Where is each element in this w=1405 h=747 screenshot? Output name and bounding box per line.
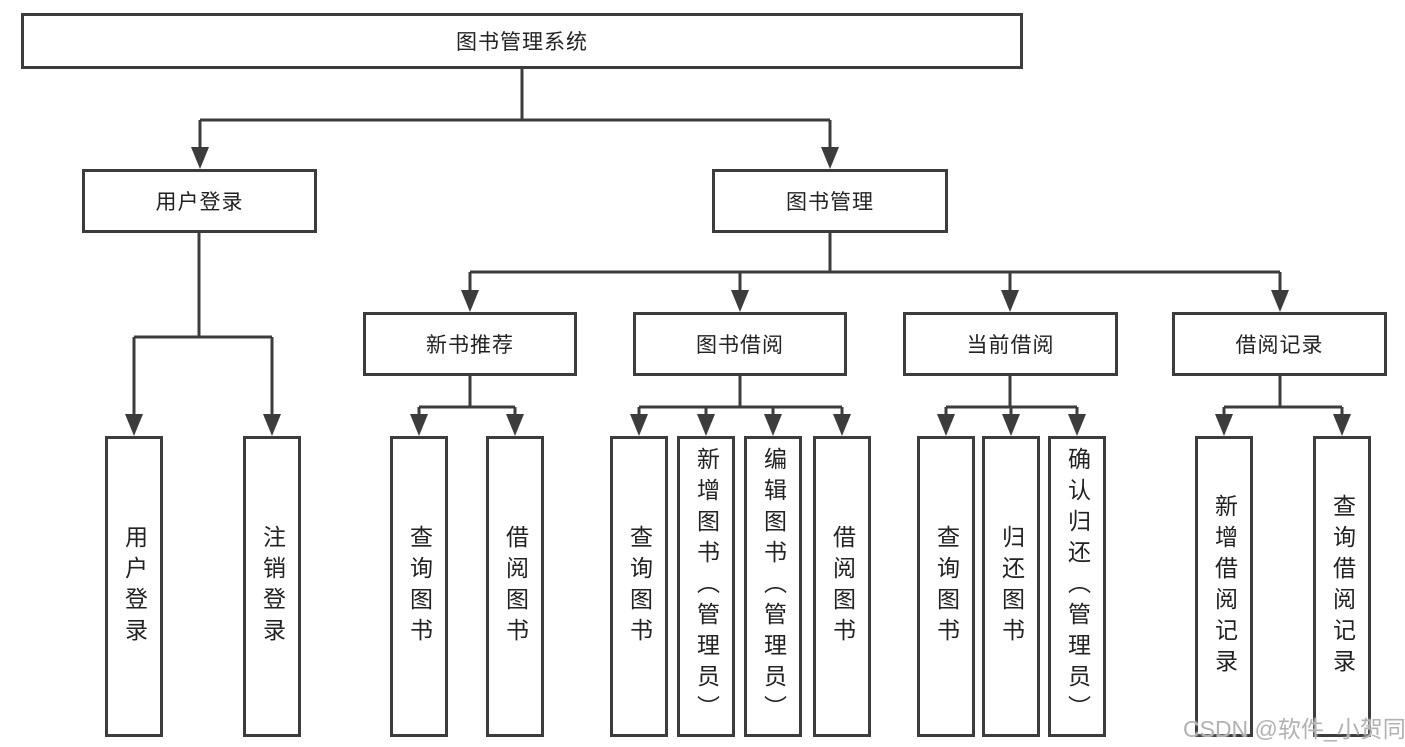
arrow-down-icon [1068,414,1086,436]
arrow-down-icon [1333,414,1351,436]
leaf-user-login-label: 用户登录 [121,524,148,649]
leaf-nb-query-books-label: 查询图书 [406,524,433,649]
connector-book-borrow-to-leaves [630,376,851,436]
arrow-down-icon [1215,414,1233,436]
leaf-cb-query-books: 查询图书 [917,436,975,737]
connector-line [1222,376,1344,418]
connector-new-book-recommend-to-leaves [410,376,524,436]
leaf-bb-edit-book-admin-label: 编辑图书（管理员） [760,447,787,726]
arrow-down-icon [461,290,479,312]
connector-line [468,233,1282,294]
arrow-down-icon [191,147,209,169]
leaf-cb-confirm-return-admin: 确认归还（管理员） [1048,436,1106,737]
leaf-nb-borrow-books-label: 借阅图书 [502,524,529,649]
arrow-down-icon [731,290,749,312]
connector-root-to-level2 [191,69,839,169]
connector-book-management-to-groups [461,233,1289,312]
node-borrow-records-label: 借阅记录 [1235,334,1324,357]
arrow-down-icon [1002,414,1020,436]
connector-user-login-to-leaves [125,233,281,436]
node-new-book-recommend-label: 新书推荐 [426,334,514,357]
node-root: 图书管理系统 [21,13,1023,69]
connector-line [132,233,274,418]
connector-current-borrow-to-leaves [937,376,1086,436]
leaf-cb-return-books-label: 归还图书 [998,524,1025,649]
arrow-down-icon [410,414,428,436]
node-user-login: 用户登录 [82,169,317,233]
leaf-cb-return-books: 归还图书 [982,436,1040,737]
leaf-bb-borrow-books-label: 借阅图书 [829,524,856,649]
leaf-bb-query-books-label: 查询图书 [626,524,653,649]
leaf-br-query-record: 查询借阅记录 [1313,436,1371,737]
node-book-management: 图书管理 [712,169,948,233]
node-book-borrow-label: 图书借阅 [696,334,784,357]
connector-line [944,376,1079,418]
leaf-logout-label: 注销登录 [259,524,286,649]
node-borrow-records: 借阅记录 [1172,312,1387,376]
arrow-down-icon [125,414,143,436]
arrow-down-icon [506,414,524,436]
leaf-cb-query-books-label: 查询图书 [933,524,960,649]
node-user-login-label: 用户登录 [155,191,244,214]
leaf-bb-edit-book-admin: 编辑图书（管理员） [744,436,802,737]
leaf-bb-query-books: 查询图书 [610,436,668,737]
leaf-br-query-record-label: 查询借阅记录 [1329,493,1356,680]
leaf-logout: 注销登录 [243,436,301,737]
node-new-book-recommend: 新书推荐 [363,312,577,376]
watermark: CSDN @软件_小贺同学 [1183,716,1405,742]
node-root-label: 图书管理系统 [456,31,588,54]
connector-line [198,69,832,151]
node-book-borrow: 图书借阅 [633,312,847,376]
leaf-bb-add-book-admin-label: 新增图书（管理员） [693,447,720,726]
leaf-user-login: 用户登录 [105,436,163,737]
arrow-down-icon [1001,290,1019,312]
arrow-down-icon [764,414,782,436]
arrow-down-icon [937,414,955,436]
arrow-down-icon [697,414,715,436]
leaf-nb-borrow-books: 借阅图书 [486,436,544,737]
leaf-cb-confirm-return-admin-label: 确认归还（管理员） [1064,447,1091,726]
arrow-down-icon [833,414,851,436]
leaf-nb-query-books: 查询图书 [390,436,448,737]
leaf-br-add-record: 新增借阅记录 [1195,436,1253,737]
node-current-borrow-label: 当前借阅 [966,334,1055,357]
arrow-down-icon [263,414,281,436]
leaf-bb-borrow-books: 借阅图书 [813,436,871,737]
connector-line [417,376,517,418]
leaf-br-add-record-label: 新增借阅记录 [1211,493,1238,680]
connector-line [637,376,844,418]
arrow-down-icon [821,147,839,169]
node-book-management-label: 图书管理 [786,191,874,214]
node-current-borrow: 当前借阅 [903,312,1118,376]
connector-borrow-records-to-leaves [1215,376,1351,436]
arrow-down-icon [1271,290,1289,312]
leaf-bb-add-book-admin: 新增图书（管理员） [677,436,735,737]
arrow-down-icon [630,414,648,436]
